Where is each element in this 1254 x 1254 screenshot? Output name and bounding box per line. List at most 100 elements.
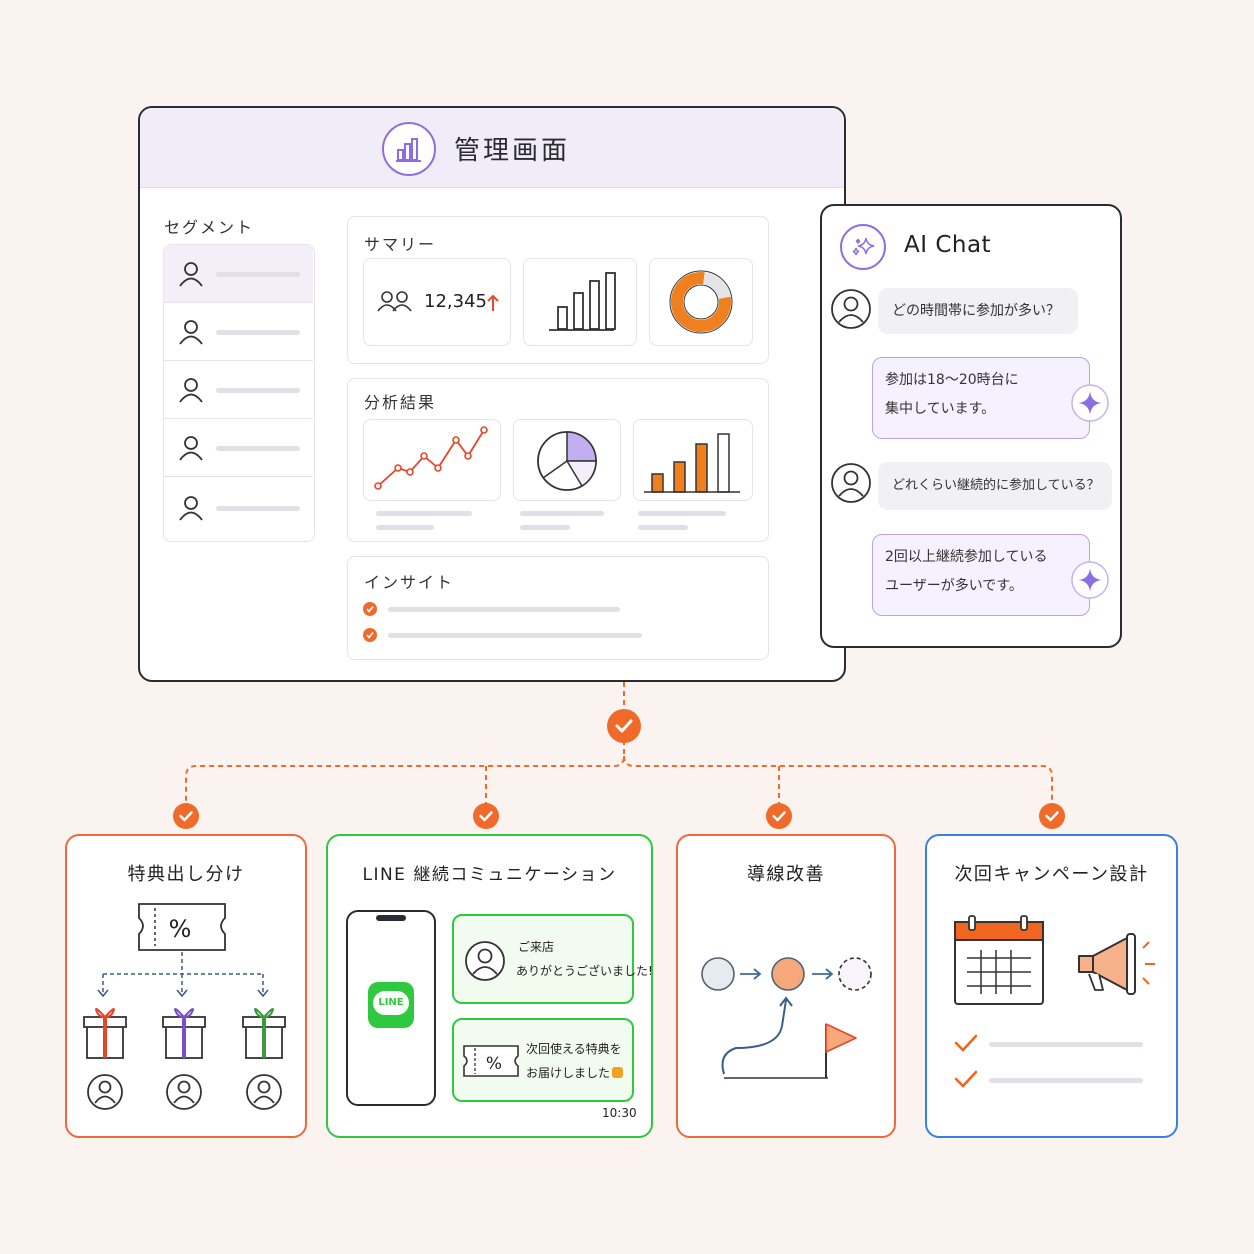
user-avatar-icon: [831, 463, 871, 503]
gift-icon: [242, 1007, 286, 1059]
answer-line: 参加は18〜20時台に: [885, 372, 1019, 388]
admin-title: 管理画面: [454, 136, 571, 166]
users-icon: [377, 291, 412, 312]
placeholder-bar: [638, 525, 688, 530]
chat-answer-1: 参加は18〜20時台に 集中しています。: [872, 357, 1090, 439]
chat-question-2: どれくらい継続的に参加している？: [878, 462, 1112, 510]
segment-item[interactable]: [164, 361, 313, 419]
check-icon: [615, 719, 633, 733]
analysis-label: 分析結果: [364, 393, 437, 412]
check-icon: [1045, 811, 1059, 822]
user-avatar-icons: [87, 1074, 282, 1110]
line-app-icon[interactable]: LINE: [368, 982, 414, 1028]
segment-list: [163, 244, 315, 542]
answer-line: 2回以上継続参加している: [885, 549, 1048, 565]
user-avatar-icon: [465, 941, 505, 981]
user-icon: [179, 496, 203, 521]
check-badge: [1039, 803, 1065, 829]
donut-chart-icon: [669, 270, 733, 334]
line-title: LINE 継続コミュニケーション: [362, 865, 617, 885]
ai-sparkle-icon: [1071, 384, 1109, 422]
segment-item[interactable]: [164, 303, 313, 361]
check-icon: [954, 1034, 978, 1052]
placeholder-bar: [520, 511, 604, 516]
chat-question-1: どの時間帯に参加が多い？: [878, 288, 1078, 334]
message-time: 10:30: [602, 1106, 637, 1120]
phone-icon: LINE: [346, 910, 436, 1106]
summary-card: サマリー 12,345: [347, 216, 769, 364]
user-icon: [179, 262, 203, 287]
user-count: 12,345: [424, 291, 487, 312]
placeholder-bar: [520, 525, 570, 530]
check-badge: [766, 803, 792, 829]
donut-tile: [649, 258, 753, 346]
check-icon: [363, 602, 377, 616]
segment-item[interactable]: [164, 477, 313, 539]
check-icon: [179, 811, 193, 822]
user-count-tile: 12,345: [363, 258, 511, 346]
segment-label: セグメント: [164, 218, 255, 237]
user-avatar-icon: [831, 289, 871, 329]
user-icon: [179, 320, 203, 345]
check-icon: [479, 811, 493, 822]
answer-line: ユーザーが多いです。: [885, 578, 1023, 594]
line-logo: LINE: [373, 991, 409, 1015]
coupon-icon: %: [463, 1045, 519, 1077]
benefit-title: 特典出し分け: [127, 864, 245, 885]
orange-bar-chart-tile: [633, 419, 753, 501]
placeholder-bar: [376, 511, 472, 516]
phone-notch: [376, 915, 406, 921]
line-chart-tile: [363, 419, 501, 501]
benefit-distribution-diagram: %: [83, 903, 286, 1110]
arrow-up-icon: [487, 294, 499, 311]
bar-chart-icon: [382, 122, 436, 176]
insight-card: インサイト: [347, 556, 769, 660]
message-line: お届けしました: [526, 1064, 624, 1081]
message-text: お届けしました: [526, 1066, 611, 1080]
user-icon: [179, 436, 203, 461]
check-icon: [363, 628, 377, 642]
message-line: 次回使える特典を: [526, 1042, 622, 1056]
svg-text:%: %: [486, 1054, 502, 1074]
check-icon: [772, 811, 786, 822]
line-message-2: % 次回使える特典を お届けしました: [452, 1018, 634, 1102]
placeholder-bar: [638, 511, 726, 516]
check-badge: [173, 803, 199, 829]
calendar-icon: [954, 915, 1044, 1005]
pie-chart-tile: [513, 419, 621, 501]
flow-improvement-diagram: [701, 957, 872, 1079]
main-check-badge: [607, 709, 641, 743]
message-line: ご来店: [518, 940, 555, 954]
placeholder-bar: [989, 1042, 1143, 1047]
placeholder-bar: [376, 525, 434, 530]
bar-chart-icon: [549, 272, 616, 331]
bar-chart-icon: [644, 433, 740, 493]
line-box: LINE 継続コミュニケーション LINE ご来店 ありがとうございました! %…: [326, 834, 653, 1138]
placeholder-bar: [216, 446, 300, 451]
segment-item[interactable]: [164, 245, 313, 303]
admin-header: 管理画面: [140, 108, 844, 188]
chat-title: AI Chat: [904, 232, 992, 258]
campaign-box: 次回キャンペーン設計: [925, 834, 1178, 1138]
flow-title: 導線改善: [747, 864, 825, 885]
line-message-1: ご来店 ありがとうございました!: [452, 914, 653, 1004]
analysis-card: 分析結果: [347, 378, 769, 542]
megaphone-icon: [1078, 933, 1155, 995]
check-badge: [473, 803, 499, 829]
chat-answer-2: 2回以上継続参加している ユーザーが多いです。: [872, 534, 1090, 616]
placeholder-bar: [388, 633, 642, 638]
flow-box: 導線改善: [676, 834, 896, 1138]
pie-chart-icon: [537, 431, 597, 491]
placeholder-bar: [989, 1078, 1143, 1083]
svg-text:%: %: [169, 915, 192, 943]
summary-label: サマリー: [364, 235, 437, 254]
check-icon: [954, 1070, 978, 1088]
gift-icon: [83, 1007, 127, 1059]
segment-item[interactable]: [164, 419, 313, 477]
bar-chart-tile: [523, 258, 637, 346]
placeholder-bar: [388, 607, 620, 612]
placeholder-bar: [216, 330, 300, 335]
insight-label: インサイト: [364, 573, 455, 592]
user-icon: [179, 378, 203, 403]
